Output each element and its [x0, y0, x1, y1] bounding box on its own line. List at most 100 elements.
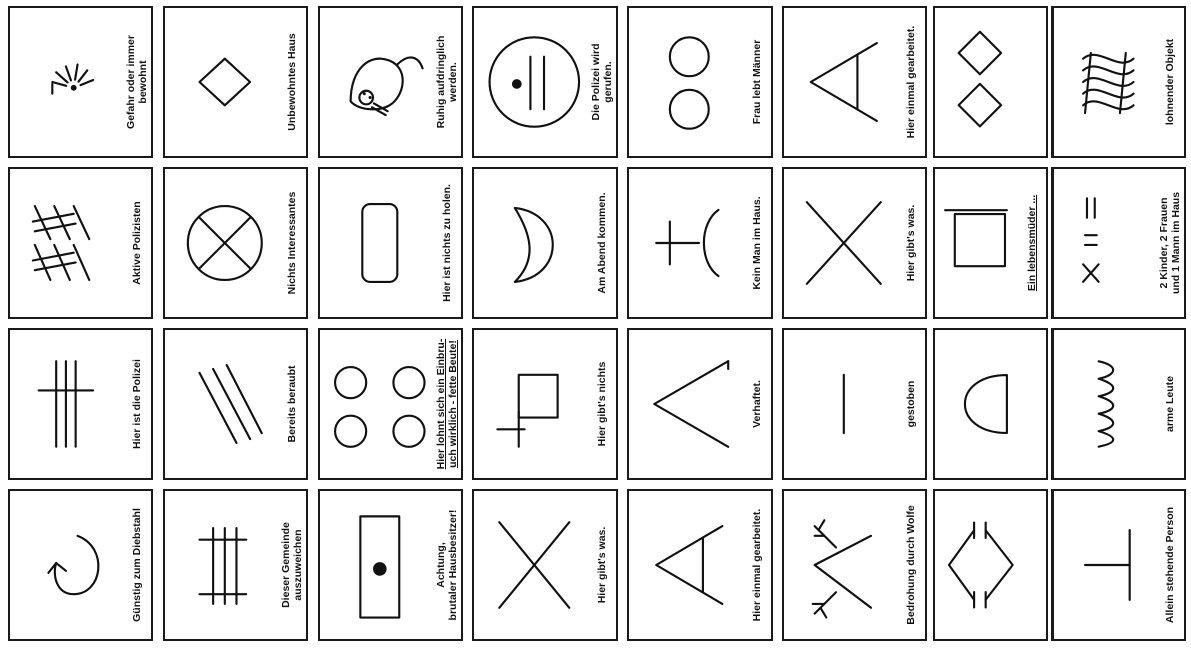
symbol-two-diamonds-icon [935, 8, 1046, 156]
symbol-cell-r2-c1: Bereits beraubt [163, 328, 308, 480]
caption-line: uch wirklich - fette Beute! [447, 339, 459, 470]
caption-line: werden. [447, 36, 459, 129]
symbol-cell-r1-c2: Hier ist nichts zu holen. [318, 167, 463, 319]
caption-text: Hier gibt's was. [905, 205, 917, 282]
symbol-cell-r0-c3: Die Polizei wirdgerufen. [472, 6, 618, 158]
symbol-caption: Hier einmal gearbeitet. [751, 509, 763, 622]
caption-text: Frau lebt Männer [751, 40, 763, 125]
symbol-cell-r1-c1: Nichts Interessantes [163, 167, 308, 319]
symbol-caption: Bedrohung durch Wolfe [905, 505, 917, 624]
caption-line: Achtung, [435, 510, 447, 621]
caption-line: und 1 Mann im Haus [1170, 192, 1182, 294]
caption-text: Kein Man im Haus. [751, 196, 763, 289]
symbol-triangle-line-icon [629, 491, 771, 639]
symbol-cell-r2-c3: Hier gibt's nichts [472, 328, 618, 480]
symbol-caption: Ein lebensmüder ... [1026, 195, 1038, 291]
symbol-triangle-line-icon [784, 8, 925, 156]
symbol-half-disc-icon [935, 330, 1046, 478]
symbol-cell-r3-c4: Hier einmal gearbeitet. [627, 489, 773, 641]
caption-line: Gefahr oder immer [125, 35, 137, 129]
symbol-circle-x-icon [165, 169, 306, 317]
symbol-caption: Frau lebt Männer [751, 40, 763, 125]
caption-line: Hier lohnt sich ein Einbru- [435, 339, 447, 470]
symbol-caption: Allein stehende Person [1164, 507, 1176, 623]
symbol-cell-r1-c5: Hier gibt's was. [782, 167, 927, 319]
symbol-caption: Achtung,brutaler Hausbesitzer! [435, 510, 459, 621]
symbol-cell-r3-c5: Bedrohung durch Wolfe [782, 489, 927, 641]
symbol-caption: Hier gibt's nichts [596, 362, 608, 447]
symbol-cell-r3-c2: Achtung,brutaler Hausbesitzer! [318, 489, 463, 641]
symbol-cell-r3-c7: Allein stehende Person [1052, 489, 1186, 641]
symbol-triangle-branches-icon [784, 491, 925, 639]
symbol-caption: Verhaftet. [751, 380, 763, 428]
symbol-diamond-icon [165, 8, 306, 156]
symbol-three-diagonals-icon [165, 330, 306, 478]
symbol-cell-r3-c3: Hier gibt's was. [472, 489, 618, 641]
symbol-caption: Hier gibt's was. [596, 527, 608, 604]
symbol-cell-r0-c4: Frau lebt Männer [627, 6, 773, 158]
symbol-crescent-icon [474, 169, 616, 317]
symbol-cell-r1-c6: Ein lebensmüder ... [933, 167, 1048, 319]
caption-line: Dieser Gemeinde [280, 522, 292, 608]
caption-line: brutaler Hausbesitzer! [447, 510, 459, 621]
symbol-cell-r1-c3: Am Abend kommen. [472, 167, 618, 319]
caption-text: lohnender Objekt [1164, 39, 1176, 125]
symbol-cell-r0-c1: Unbewohntes Haus [163, 6, 308, 158]
symbol-crosshatch-icon [10, 169, 151, 317]
symbol-three-lines-cross-icon [10, 330, 151, 478]
panel-divider [1051, 489, 1053, 641]
panel-divider [1051, 167, 1053, 319]
symbol-caption: Hier ist nichts zu holen. [441, 184, 453, 302]
caption-text: Hier einmal gearbeitet. [905, 26, 917, 139]
caption-text: arme Leute [1164, 376, 1176, 432]
symbol-caption: Hier einmal gearbeitet. [905, 26, 917, 139]
symbol-caption: Am Abend kommen. [596, 192, 608, 293]
panel-divider [1051, 6, 1053, 158]
caption-text: Bereits beraubt [286, 365, 298, 442]
symbol-cell-r1-c0: Aktive Polizisten [8, 167, 153, 319]
caption-line: Ruhig aufdringlich [435, 36, 447, 129]
symbol-caption: arme Leute [1164, 376, 1176, 432]
caption-text: Hier ist die Polizei [131, 359, 143, 449]
caption-text: gestoben [905, 381, 917, 428]
symbol-cell-r2-c7: arme Leute [1052, 328, 1186, 480]
symbol-caption: Hier lohnt sich ein Einbru-uch wirklich … [435, 339, 459, 470]
caption-text: Verhaftet. [751, 380, 763, 428]
symbol-square-cross-icon [474, 330, 616, 478]
symbol-open-triangle-icon [629, 330, 771, 478]
symbol-caption: Hier ist die Polizei [131, 359, 143, 449]
symbol-cell-r3-c0: Günstig zum Diebstahl [8, 489, 153, 641]
symbol-caption: lohnender Objekt [1164, 39, 1176, 125]
symbol-caption: Hier gibt's was. [905, 205, 917, 282]
symbol-cell-r2-c6 [933, 328, 1048, 480]
caption-text: Hier gibt's was. [596, 527, 608, 604]
symbol-capacitor-diamond-icon [935, 491, 1046, 639]
symbol-cell-r0-c5: Hier einmal gearbeitet. [782, 6, 927, 158]
caption-line: auszuweichen [292, 522, 304, 608]
caption-text: Bedrohung durch Wolfe [905, 505, 917, 624]
symbol-two-circles-icon [629, 8, 771, 156]
panel-divider [1051, 328, 1053, 480]
caption-text: Ein lebensmüder ... [1026, 195, 1038, 291]
caption-line: bewohnt [137, 35, 149, 129]
symbol-cell-r3-c6 [933, 489, 1048, 641]
symbol-caption: Dieser Gemeindeauszuweichen [280, 522, 304, 608]
caption-text: Am Abend kommen. [596, 192, 608, 293]
caption-text: Nichts Interessantes [286, 192, 298, 295]
caption-line: gerufen. [602, 43, 614, 120]
caption-line: Die Polizei wird [590, 43, 602, 120]
symbol-rounded-rect-icon [320, 169, 461, 317]
caption-text: Unbewohntes Haus [286, 33, 298, 130]
caption-text: Hier ist nichts zu holen. [441, 184, 453, 302]
symbol-cell-r2-c0: Hier ist die Polizei [8, 328, 153, 480]
caption-text: Aktive Polizisten [131, 201, 143, 284]
caption-text: Hier einmal gearbeitet. [751, 509, 763, 622]
